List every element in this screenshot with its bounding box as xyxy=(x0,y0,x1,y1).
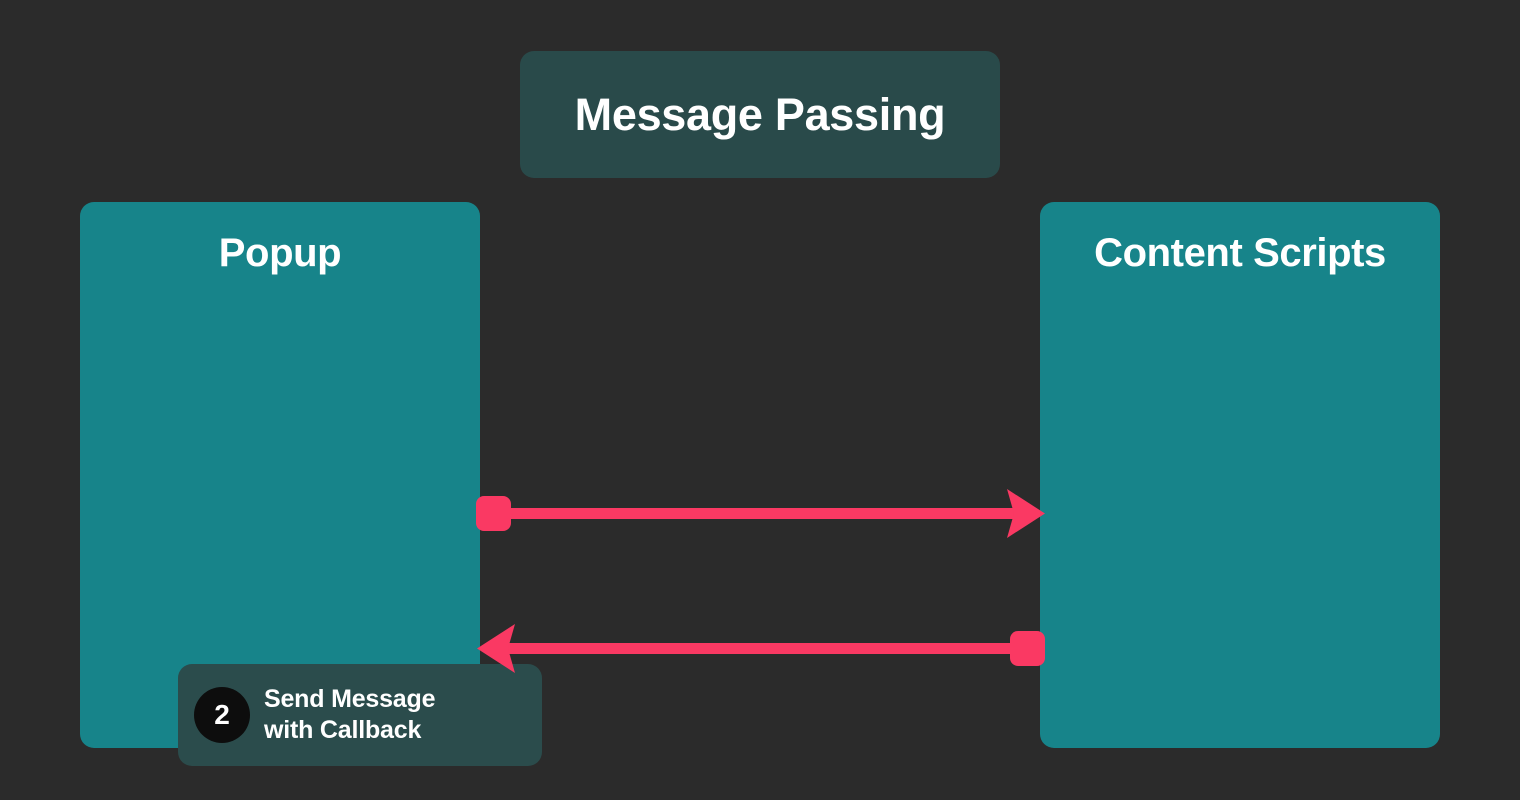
panel-content-scripts[interactable]: Content Scripts 1 Register onMessage Eve… xyxy=(1040,202,1440,748)
connector-popup-to-content xyxy=(476,489,1045,538)
connector-start-square-right xyxy=(476,496,511,531)
step-label-2: Send Message with Callback xyxy=(264,685,436,744)
step-number-badge-2: 2 xyxy=(194,687,250,743)
connector-content-to-popup xyxy=(477,624,1045,673)
diagram-title: Message Passing xyxy=(574,89,946,140)
panel-popup-title: Popup xyxy=(218,231,342,275)
step-card-2[interactable]: 2 Send Message with Callback xyxy=(178,664,542,766)
panel-content-scripts-title: Content Scripts xyxy=(1094,231,1386,275)
diagram-title-box: Message Passing xyxy=(520,51,1000,178)
panel-popup[interactable]: Popup 2 Send Message with Callback xyxy=(80,202,542,766)
